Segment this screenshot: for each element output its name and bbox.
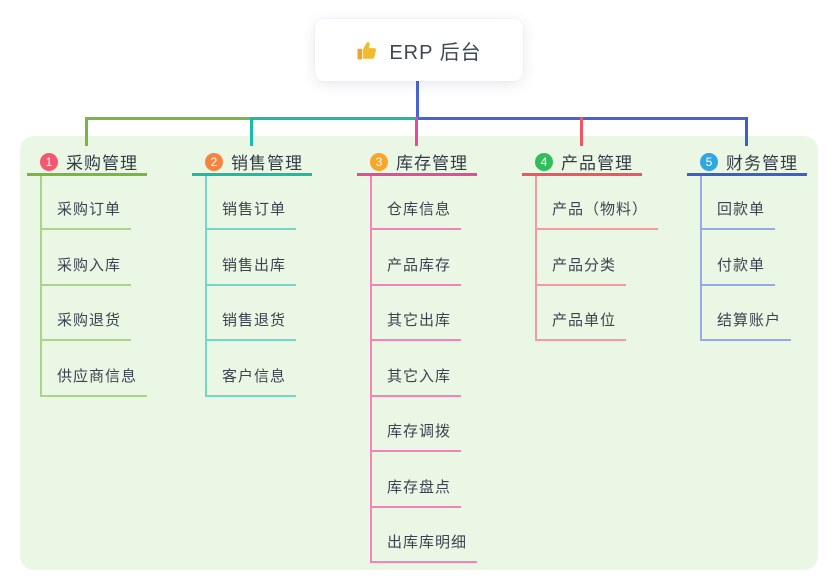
child-node[interactable]: 销售退货 bbox=[205, 309, 297, 341]
branch-header-3[interactable]: 3 库存管理 bbox=[370, 149, 468, 174]
branch-drop-line bbox=[85, 117, 88, 146]
branch-drop-line bbox=[250, 117, 253, 146]
child-node-label: 采购入库 bbox=[40, 254, 132, 286]
child-node[interactable]: 产品单位 bbox=[535, 309, 627, 341]
branch-label: 销售管理 bbox=[231, 154, 303, 173]
branch-underline bbox=[522, 173, 642, 176]
child-node[interactable]: 库存盘点 bbox=[370, 476, 462, 508]
root-label: ERP 后台 bbox=[389, 41, 482, 64]
child-node-label: 采购订单 bbox=[40, 198, 132, 230]
branches-panel bbox=[20, 136, 818, 570]
child-node[interactable]: 销售订单 bbox=[205, 198, 297, 230]
child-node-label: 产品库存 bbox=[370, 254, 462, 286]
branch-number-badge: 3 bbox=[370, 152, 388, 171]
child-node[interactable]: 采购入库 bbox=[40, 254, 132, 286]
child-node-label: 仓库信息 bbox=[370, 198, 462, 230]
branch-trunk-line bbox=[535, 176, 537, 341]
child-node[interactable]: 其它入库 bbox=[370, 365, 462, 397]
child-node[interactable]: 回款单 bbox=[700, 198, 776, 230]
child-node-label: 销售出库 bbox=[205, 254, 297, 286]
child-node[interactable]: 付款单 bbox=[700, 254, 776, 286]
child-node[interactable]: 销售出库 bbox=[205, 254, 297, 286]
child-node-label: 回款单 bbox=[700, 198, 776, 230]
child-node[interactable]: 仓库信息 bbox=[370, 198, 462, 230]
child-node-label: 供应商信息 bbox=[40, 365, 148, 397]
branch-number-badge: 5 bbox=[700, 152, 718, 171]
branch-drop-line bbox=[415, 117, 418, 146]
branch-underline bbox=[687, 173, 807, 176]
child-node[interactable]: 产品库存 bbox=[370, 254, 462, 286]
child-node-label: 付款单 bbox=[700, 254, 776, 286]
child-node-label: 采购退货 bbox=[40, 309, 132, 341]
child-node[interactable]: 供应商信息 bbox=[40, 365, 148, 397]
thumbs-up-icon bbox=[357, 41, 377, 59]
child-node-label: 其它出库 bbox=[370, 309, 462, 341]
branch-header-4[interactable]: 4 产品管理 bbox=[535, 149, 633, 174]
child-node[interactable]: 采购订单 bbox=[40, 198, 132, 230]
branch-trunk-line bbox=[370, 176, 372, 563]
branch-number-badge: 1 bbox=[40, 152, 58, 171]
child-node-label: 库存调拨 bbox=[370, 420, 462, 452]
child-node[interactable]: 库存调拨 bbox=[370, 420, 462, 452]
branch-header-2[interactable]: 2 销售管理 bbox=[205, 149, 303, 174]
branch-trunk-line bbox=[700, 176, 702, 341]
branch-underline bbox=[27, 173, 147, 176]
branch-trunk-line bbox=[205, 176, 207, 397]
child-node-label: 销售订单 bbox=[205, 198, 297, 230]
branch-underline bbox=[357, 173, 477, 176]
child-node-label: 结算账户 bbox=[700, 309, 792, 341]
child-node[interactable]: 采购退货 bbox=[40, 309, 132, 341]
child-node[interactable]: 结算账户 bbox=[700, 309, 792, 341]
branch-drop-line bbox=[580, 117, 583, 146]
branch-number-badge: 4 bbox=[535, 152, 553, 171]
branch-header-5[interactable]: 5 财务管理 bbox=[700, 149, 798, 174]
branch-trunk-line bbox=[40, 176, 42, 397]
child-node[interactable]: 客户信息 bbox=[205, 365, 297, 397]
child-node-label: 其它入库 bbox=[370, 365, 462, 397]
branch-label: 库存管理 bbox=[396, 154, 468, 173]
child-node[interactable]: 出库库明细 bbox=[370, 531, 478, 563]
root-node[interactable]: ERP 后台 bbox=[315, 19, 523, 81]
connector-horizontal-green bbox=[85, 117, 253, 120]
child-node-label: 客户信息 bbox=[205, 365, 297, 397]
child-node-label: 库存盘点 bbox=[370, 476, 462, 508]
child-node-label: 出库库明细 bbox=[370, 531, 478, 563]
child-node-label: 产品（物料） bbox=[535, 198, 659, 230]
child-node[interactable]: 产品分类 bbox=[535, 254, 627, 286]
branch-label: 采购管理 bbox=[66, 154, 138, 173]
branch-label: 财务管理 bbox=[726, 154, 798, 173]
branch-header-1[interactable]: 1 采购管理 bbox=[40, 149, 138, 174]
connector-horizontal-teal bbox=[250, 117, 415, 120]
child-node-label: 产品单位 bbox=[535, 309, 627, 341]
branch-underline bbox=[192, 173, 312, 176]
child-node-label: 销售退货 bbox=[205, 309, 297, 341]
child-node-label: 产品分类 bbox=[535, 254, 627, 286]
connector-root-drop bbox=[416, 81, 419, 118]
child-node[interactable]: 产品（物料） bbox=[535, 198, 659, 230]
branch-number-badge: 2 bbox=[205, 152, 223, 171]
branch-drop-line bbox=[745, 117, 748, 146]
child-node[interactable]: 其它出库 bbox=[370, 309, 462, 341]
branch-label: 产品管理 bbox=[561, 154, 633, 173]
